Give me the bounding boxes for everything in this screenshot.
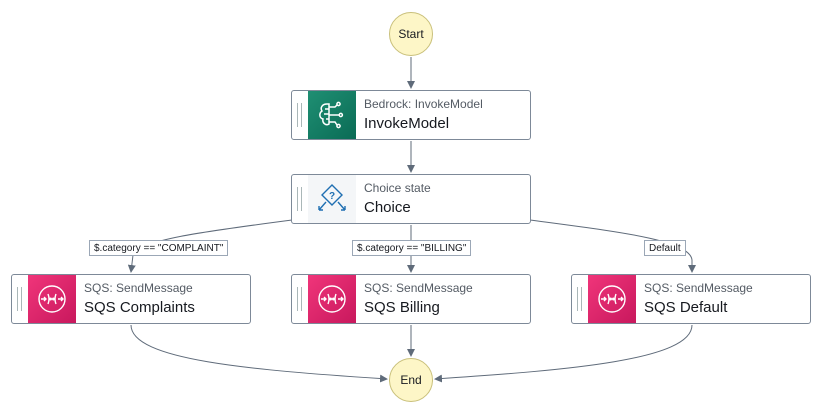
start-node[interactable]: Start [389, 12, 433, 56]
state-name-label: InvokeModel [364, 115, 450, 132]
state-sqs-complaints[interactable]: SQS: SendMessage SQS Complaints [11, 274, 251, 324]
start-label: Start [398, 27, 424, 41]
drag-handle-icon[interactable] [297, 287, 302, 311]
drag-handle-icon[interactable] [297, 187, 302, 211]
state-sqs-default[interactable]: SQS: SendMessage SQS Default [571, 274, 811, 324]
end-label: End [400, 373, 422, 387]
state-name-label: SQS Default [644, 299, 728, 316]
state-name-label: Choice [364, 199, 411, 216]
svg-text:?: ? [329, 191, 335, 202]
sqs-queue-icon [308, 275, 356, 323]
state-type-label: SQS: SendMessage [84, 281, 193, 295]
state-name-label: SQS Billing [364, 299, 440, 316]
bedrock-brain-icon [308, 91, 356, 139]
edge-default-end [434, 324, 693, 383]
drag-handle-icon[interactable] [297, 103, 302, 127]
condition-billing-label[interactable]: $.category == "BILLING" [352, 240, 472, 256]
state-choice[interactable]: ? Choice state Choice [291, 174, 531, 224]
state-type-label: Bedrock: InvokeModel [364, 97, 483, 111]
state-invokemodel[interactable]: Bedrock: InvokeModel InvokeModel [291, 90, 531, 140]
choice-question-icon: ? [308, 175, 356, 223]
state-sqs-billing[interactable]: SQS: SendMessage SQS Billing [291, 274, 531, 324]
sqs-queue-icon [28, 275, 76, 323]
drag-handle-icon[interactable] [577, 287, 582, 311]
edge-choice-default [529, 219, 696, 273]
state-type-label: SQS: SendMessage [644, 281, 753, 295]
edge-complaints-end [130, 324, 388, 383]
sqs-queue-icon [588, 275, 636, 323]
state-type-label: Choice state [364, 181, 431, 195]
state-name-label: SQS Complaints [84, 299, 195, 316]
state-type-label: SQS: SendMessage [364, 281, 473, 295]
condition-default-label[interactable]: Default [644, 240, 686, 256]
drag-handle-icon[interactable] [17, 287, 22, 311]
end-node[interactable]: End [389, 358, 433, 402]
condition-complaint-label[interactable]: $.category == "COMPLAINT" [89, 240, 229, 256]
